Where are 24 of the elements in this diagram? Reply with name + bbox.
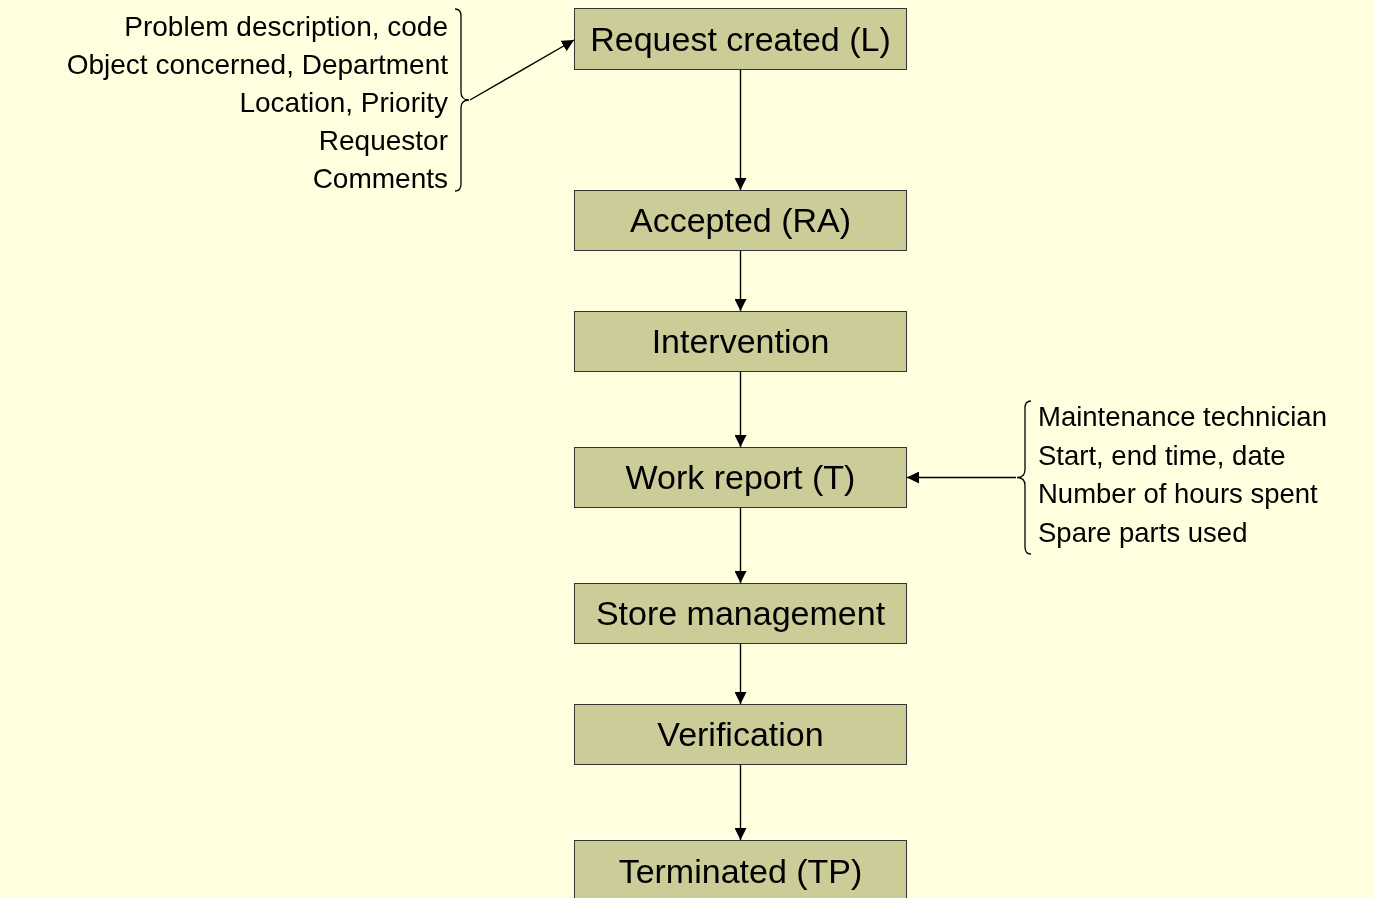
arrow xyxy=(734,371,747,448)
arrow xyxy=(734,643,747,705)
process-box: Work report (T) xyxy=(574,447,907,508)
list-item-text: Maintenance technician xyxy=(1038,401,1327,433)
list-item-text: Problem description, code xyxy=(124,11,448,43)
arrow xyxy=(734,250,747,312)
arrow xyxy=(734,764,747,841)
list-item-text: Spare parts used xyxy=(1038,516,1248,549)
list-item-text: Comments xyxy=(312,163,448,195)
arrow xyxy=(734,507,747,584)
list-item-text: Number of hours spent xyxy=(1038,478,1318,510)
list-item-text: Requestor xyxy=(318,125,448,157)
arrow xyxy=(469,39,575,101)
arrow xyxy=(906,471,1017,484)
list-item-text: Location, Priority xyxy=(239,87,448,119)
process-box: Request created (L) xyxy=(574,8,907,70)
process-box: Accepted (RA) xyxy=(574,190,907,251)
list-item-text: Start, end time, date xyxy=(1038,439,1286,472)
process-box: Intervention xyxy=(574,311,907,372)
arrow xyxy=(734,69,747,191)
process-box: Terminated (TP) xyxy=(574,840,907,898)
process-box: Verification xyxy=(574,704,907,765)
list-item-text: Object concerned, Department xyxy=(66,49,448,81)
process-box: Store management xyxy=(574,583,907,644)
